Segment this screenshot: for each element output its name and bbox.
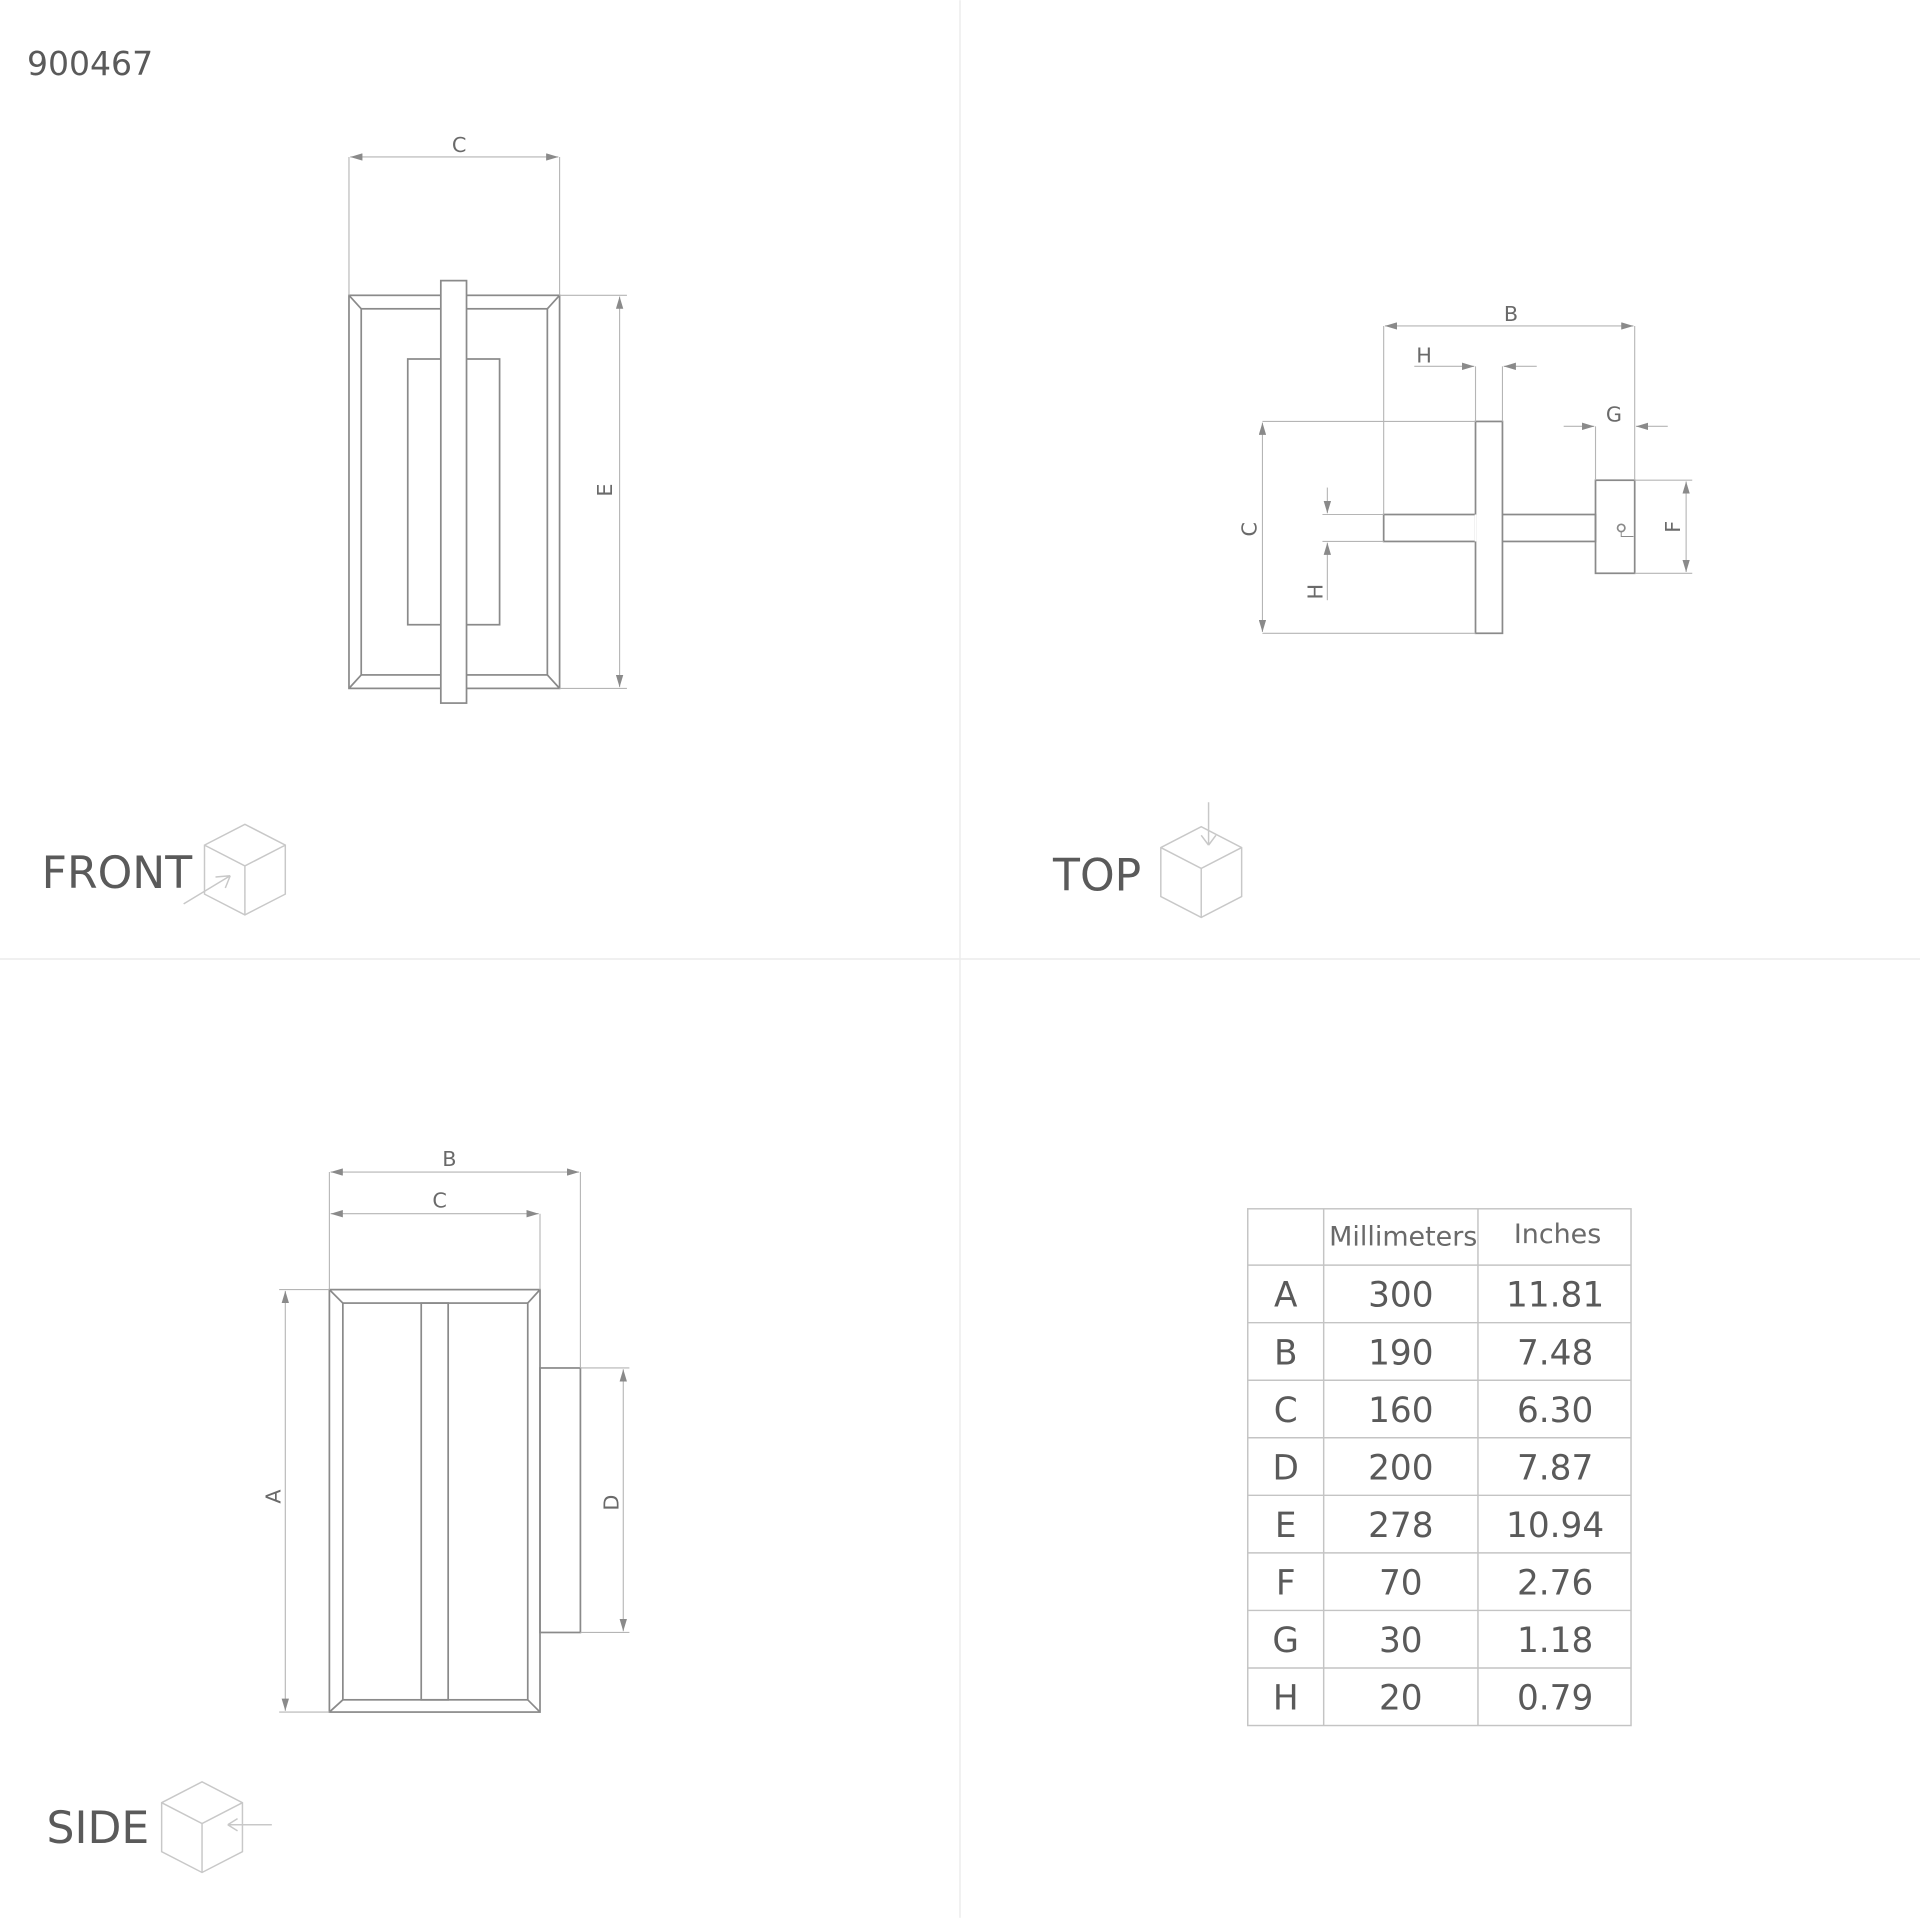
dimensions-table: Millimeters Inches A 300 11.81B 190 7.48C 160…	[1247, 1208, 1632, 1727]
dim-label-e: E	[593, 483, 617, 496]
table-cell-millimeters: 160	[1368, 1391, 1433, 1431]
cube-front-icon	[183, 823, 287, 916]
table-cell-millimeters: 30	[1379, 1621, 1423, 1661]
table-cell-inches: 7.48	[1517, 1333, 1593, 1373]
table-header-inches: Inches	[1514, 1219, 1601, 1250]
dim-label-c: C	[432, 1189, 447, 1213]
table-cell-dimension: A	[1274, 1276, 1298, 1316]
table-cell-millimeters: 200	[1368, 1448, 1433, 1488]
table-cell-dimension: E	[1275, 1506, 1297, 1546]
table-cell-inches: 6.30	[1517, 1391, 1593, 1431]
table-cell-dimension: F	[1276, 1564, 1296, 1604]
side-view: B C A D	[261, 1147, 630, 1713]
table-cell-dimension: D	[1273, 1448, 1299, 1488]
dim-label-c: C	[1237, 522, 1261, 537]
dim-label-a: A	[261, 1489, 285, 1504]
table-header-millimeters: Millimeters	[1329, 1222, 1477, 1253]
table-cell-millimeters: 190	[1368, 1333, 1433, 1373]
view-label-top: TOP	[1052, 850, 1141, 901]
cube-top-icon	[1160, 802, 1243, 919]
dim-label-b: B	[1504, 302, 1518, 326]
table-cell-millimeters: 300	[1368, 1276, 1433, 1316]
dim-label-h: H	[1303, 584, 1327, 600]
table-cell-inches: 1.18	[1517, 1621, 1593, 1661]
table-cell-millimeters: 278	[1368, 1506, 1433, 1546]
table-cell-dimension: H	[1273, 1679, 1299, 1719]
product-code: 900467	[27, 44, 153, 83]
view-label-front: FRONT	[42, 848, 194, 899]
dim-label-d: D	[599, 1495, 623, 1511]
cube-side-icon	[160, 1781, 272, 1874]
view-label-side: SIDE	[47, 1803, 150, 1854]
dim-label-h: H	[1416, 344, 1432, 368]
top-view: B H G C H F	[1237, 302, 1693, 635]
table-cell-inches: 0.79	[1517, 1679, 1593, 1719]
table-cell-inches: 11.81	[1506, 1276, 1604, 1316]
table-cell-inches: 10.94	[1506, 1506, 1604, 1546]
table-cell-inches: 2.76	[1517, 1564, 1593, 1604]
table-cell-inches: 7.87	[1517, 1448, 1593, 1488]
dim-label-f: F	[1661, 521, 1685, 533]
table-cell-millimeters: 20	[1379, 1679, 1423, 1719]
front-view: C E	[348, 133, 627, 704]
table-cell-dimension: C	[1274, 1391, 1298, 1431]
table-cell-dimension: B	[1274, 1333, 1298, 1373]
table-cell-dimension: G	[1272, 1621, 1299, 1661]
table-cell-millimeters: 70	[1379, 1564, 1423, 1604]
dim-label-c: C	[452, 133, 467, 157]
dim-label-g: G	[1606, 402, 1622, 426]
dim-label-b: B	[442, 1147, 456, 1171]
